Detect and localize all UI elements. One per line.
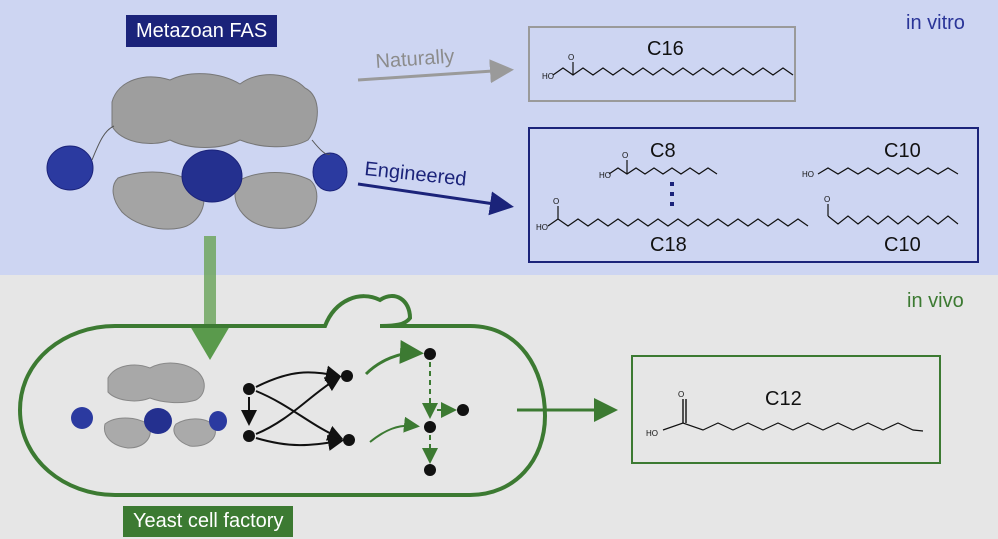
in-vitro-label: in vitro xyxy=(906,12,965,34)
engineered-products-box xyxy=(528,127,979,263)
c10-aldehyde-molecule: O xyxy=(824,195,959,225)
transfer-arrow-head xyxy=(190,326,230,360)
c10-aldehyde-label: C10 xyxy=(884,234,921,256)
in-vivo-label: in vivo xyxy=(907,290,964,312)
yeast-cell-outline xyxy=(17,294,548,497)
oxygen-label: O xyxy=(678,390,684,399)
c18-molecule: O HO xyxy=(536,197,809,232)
c12-label: C12 xyxy=(765,388,802,410)
transfer-arrow-shaft xyxy=(204,236,216,328)
hydroxyl-label: HO xyxy=(646,429,658,438)
metabolic-network xyxy=(241,340,469,476)
hydroxyl-label: HO xyxy=(536,223,548,232)
hydroxyl-label: HO xyxy=(802,170,814,179)
metazoan-fas-label: Metazoan FAS xyxy=(126,15,278,47)
c8-label: C8 xyxy=(650,140,676,162)
oxygen-label: O xyxy=(622,151,628,160)
hydroxyl-label: HO xyxy=(542,72,554,81)
naturally-arrow xyxy=(357,59,514,84)
engineered-arrow xyxy=(357,182,514,216)
oxygen-label: O xyxy=(568,53,574,62)
oxygen-label: O xyxy=(553,197,559,206)
natural-product-box xyxy=(528,26,796,102)
c12-molecule: O HO xyxy=(646,390,924,438)
c8-molecule: O HO xyxy=(599,151,718,180)
c10-alcohol-molecule: HO xyxy=(802,167,959,179)
oxygen-label: O xyxy=(824,195,830,204)
chain-length-dots xyxy=(670,182,674,206)
yeast-cell-factory-label: Yeast cell factory xyxy=(123,506,294,537)
c16-molecule: O HO xyxy=(542,53,794,81)
hydroxyl-label: HO xyxy=(599,171,611,180)
c16-label: C16 xyxy=(647,38,684,60)
c10-alcohol-label: C10 xyxy=(884,140,921,162)
c12-product-box xyxy=(631,355,941,464)
mini-fas-structure xyxy=(71,362,227,449)
naturally-label: Naturally xyxy=(375,46,455,73)
fas-protein-structure xyxy=(46,73,348,230)
c18-label: C18 xyxy=(650,234,687,256)
